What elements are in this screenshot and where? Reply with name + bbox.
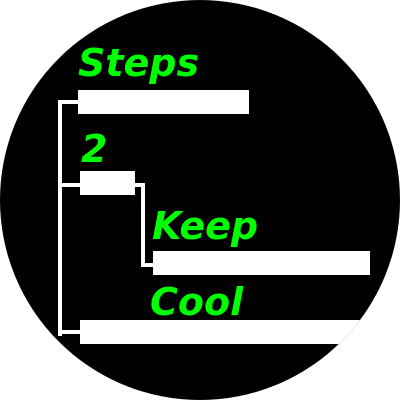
tree-sub-horizontal (134, 183, 144, 187)
tree-branch-cool (58, 330, 80, 334)
tree-sub-trunk (141, 183, 145, 267)
item-label-steps: Steps (78, 41, 200, 85)
item-bar-steps[interactable] (78, 90, 249, 114)
item-label-keep: Keep (152, 204, 259, 248)
item-label-cool: Cool (150, 280, 244, 324)
tree-branch-2 (58, 183, 80, 187)
tree-branch-steps (58, 100, 80, 104)
item-label-2: 2 (81, 127, 108, 171)
tree-trunk-line (58, 100, 62, 336)
tree-branch-keep (141, 263, 154, 267)
item-bar-cool[interactable] (80, 320, 360, 344)
item-bar-keep[interactable] (153, 251, 370, 275)
item-bar-2[interactable] (80, 171, 135, 195)
